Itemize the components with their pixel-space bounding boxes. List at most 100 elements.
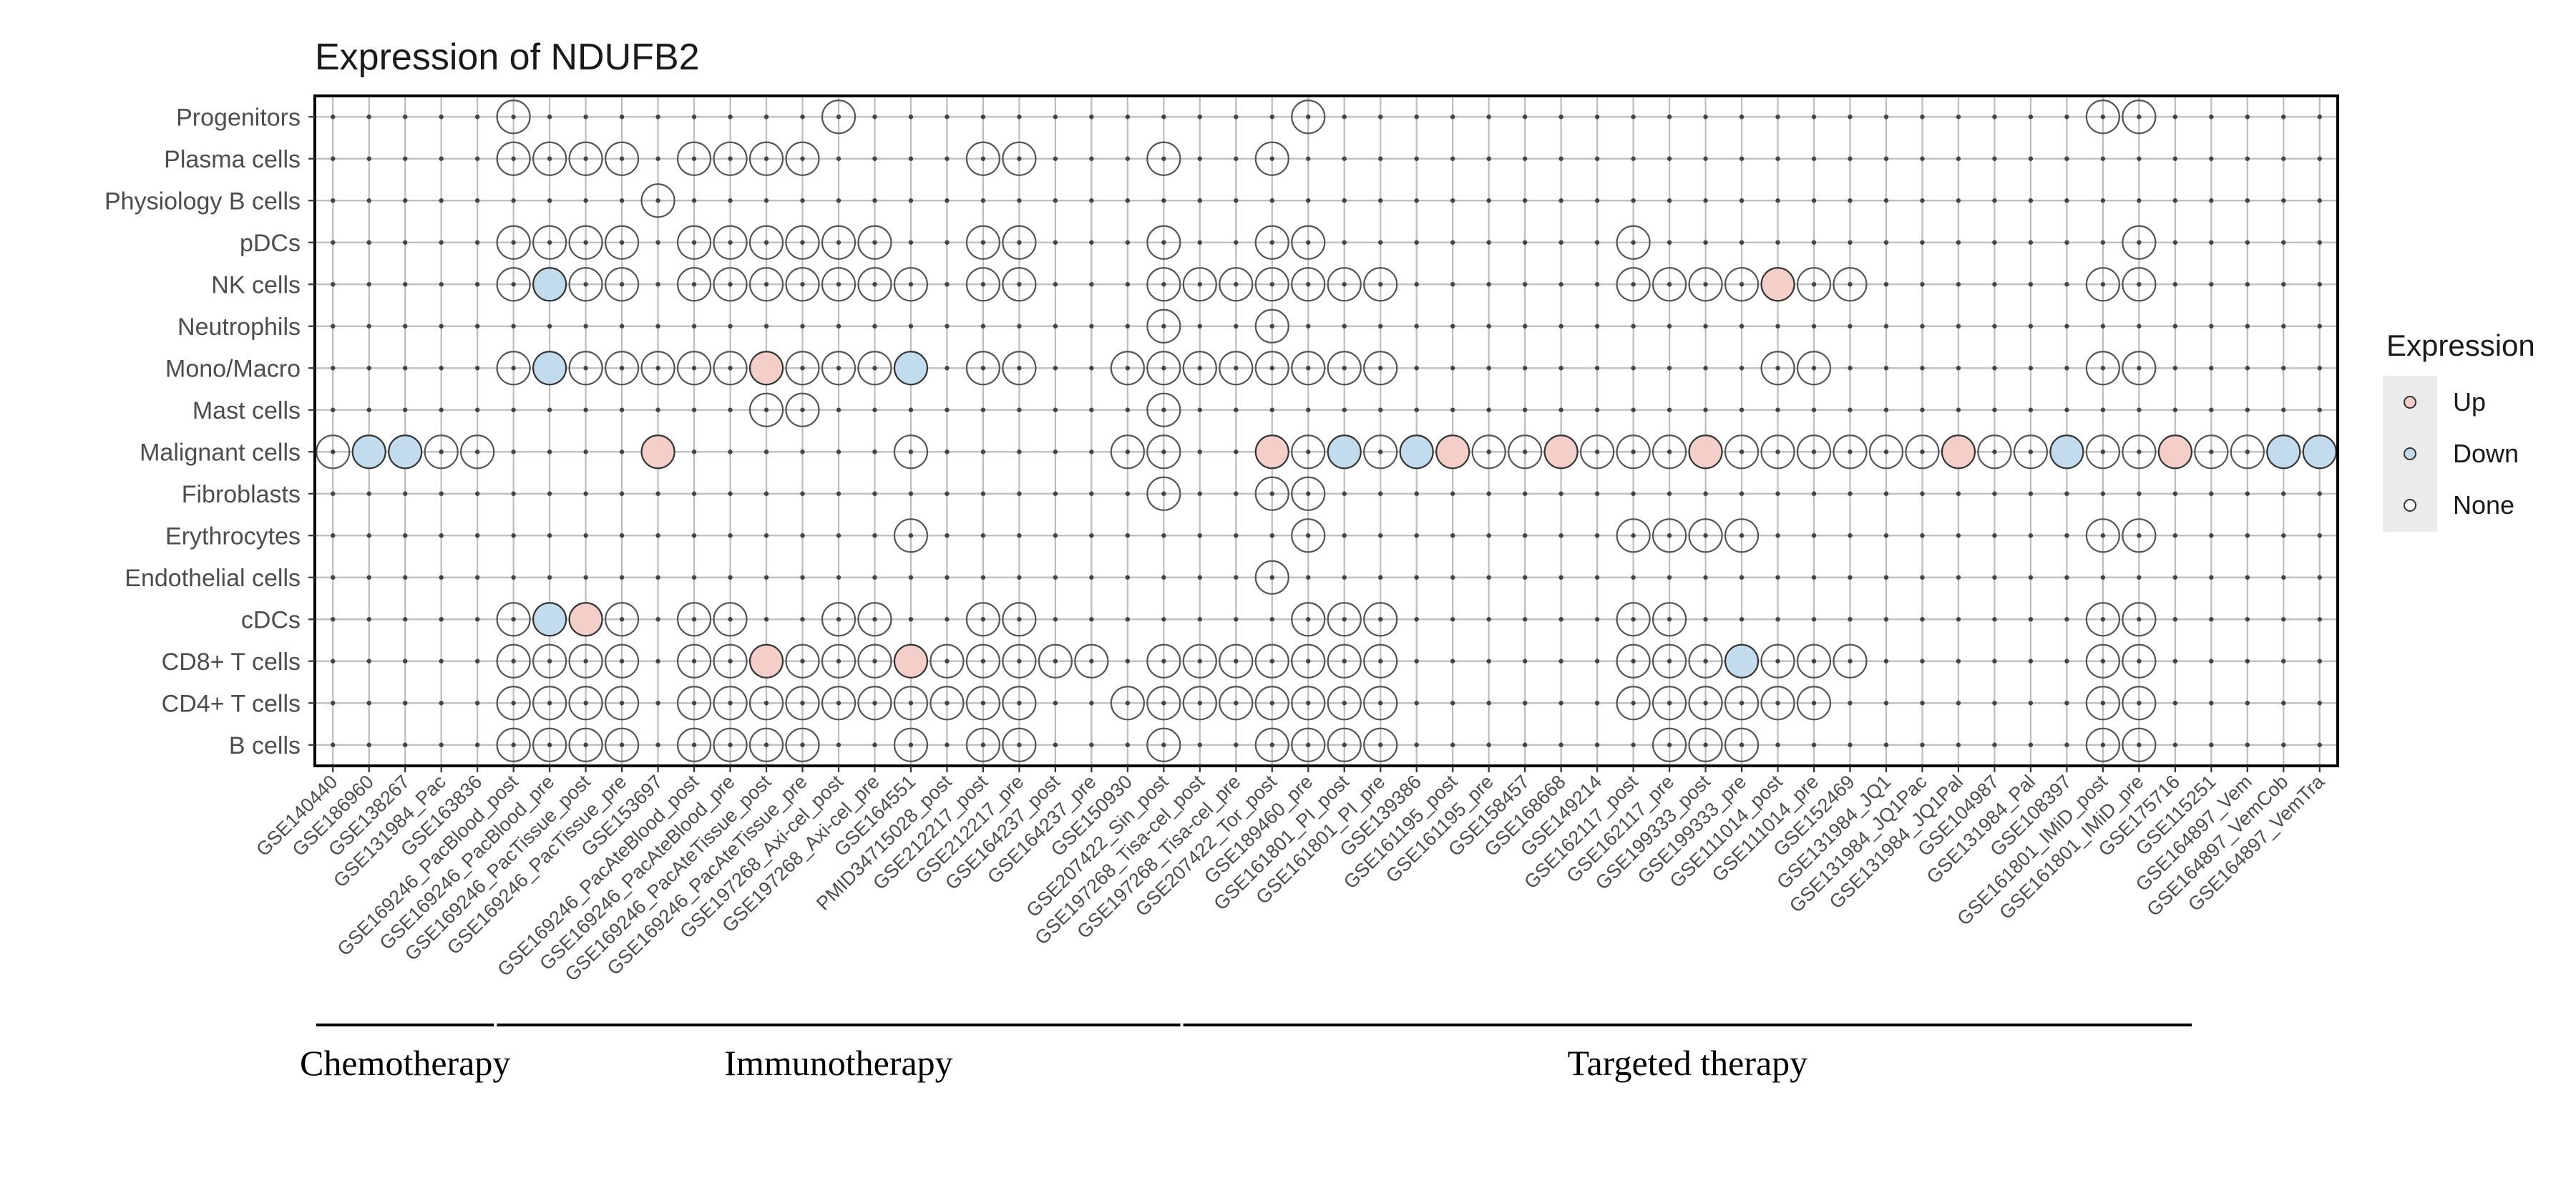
background-dot <box>728 156 733 161</box>
background-dot <box>403 533 408 538</box>
background-dot <box>547 115 552 120</box>
background-dot <box>1197 240 1203 245</box>
background-dot <box>474 658 480 664</box>
background-dot <box>1486 658 1491 664</box>
point-none <box>1688 686 1723 721</box>
point-none <box>1616 518 1651 553</box>
point-none <box>568 727 603 762</box>
background-dot <box>1378 575 1383 580</box>
background-dot <box>547 491 552 496</box>
background-dot <box>1992 366 1997 371</box>
background-dot <box>474 491 480 496</box>
background-dot <box>1089 115 1094 120</box>
background-dot <box>1306 491 1311 496</box>
point-none <box>1760 434 1795 470</box>
background-dot <box>2209 282 2214 287</box>
background-dot <box>1558 701 1563 706</box>
background-dot <box>1667 491 1672 496</box>
background-dot <box>1450 533 1455 538</box>
point-none <box>2122 727 2157 762</box>
background-dot <box>1920 533 1925 538</box>
background-dot <box>2317 658 2322 664</box>
expression-points <box>316 99 2337 762</box>
background-dot <box>945 449 950 455</box>
background-dot <box>1956 491 1961 496</box>
background-dot <box>1197 324 1203 329</box>
background-dot <box>691 115 697 120</box>
y-tick-label: CD8+ T cells <box>162 648 301 676</box>
background-dot <box>1161 575 1166 580</box>
background-dot <box>1089 617 1094 622</box>
background-dot <box>1739 198 1745 203</box>
background-dot <box>1811 617 1817 622</box>
point-none <box>2085 518 2120 553</box>
background-dot <box>1486 198 1491 203</box>
background-dot <box>1667 407 1672 412</box>
point-none <box>965 351 1001 386</box>
background-dot <box>1306 701 1311 706</box>
background-dot <box>1486 324 1491 329</box>
background-dot <box>1089 575 1094 580</box>
y-tick-label: Erythrocytes <box>165 523 301 550</box>
background-dot <box>1522 366 1528 371</box>
point-none <box>748 141 784 176</box>
group-label: Chemotherapy <box>300 1043 510 1083</box>
point-none <box>1002 141 1037 176</box>
point-none <box>785 351 820 386</box>
background-dot <box>1125 658 1131 664</box>
background-dot <box>1703 742 1708 747</box>
background-dot <box>1161 366 1166 371</box>
background-dot <box>1197 449 1203 455</box>
background-dot <box>655 407 660 412</box>
point-up <box>748 351 784 386</box>
point-none <box>316 434 351 470</box>
background-dot <box>1956 407 1961 412</box>
background-dot <box>1450 115 1455 120</box>
background-dot <box>1811 282 1817 287</box>
legend-key-up <box>2404 396 2416 409</box>
point-none <box>1652 602 1687 637</box>
point-none <box>1652 434 1687 470</box>
background-dot <box>1053 240 1058 245</box>
background-dot <box>1197 115 1203 120</box>
background-dot <box>583 658 588 664</box>
background-dot <box>1631 156 1636 161</box>
background-dot <box>2028 198 2034 203</box>
background-dot <box>691 156 697 161</box>
background-dot <box>1631 198 1636 203</box>
background-dot <box>1992 198 1997 203</box>
point-none <box>1327 727 1362 762</box>
background-dot <box>1848 701 1853 706</box>
background-dot <box>1414 617 1419 622</box>
background-dot <box>1956 658 1961 664</box>
background-dot <box>1558 282 1563 287</box>
background-dot <box>1811 742 1817 747</box>
background-dot <box>439 115 444 120</box>
background-dot <box>1342 324 1347 329</box>
background-dot <box>945 324 950 329</box>
background-dot <box>691 449 697 455</box>
background-dot <box>728 449 733 455</box>
background-dot <box>1920 575 1925 580</box>
background-dot <box>1558 115 1563 120</box>
background-dot <box>2209 366 2214 371</box>
background-dot <box>474 449 480 455</box>
point-none <box>1833 267 1868 302</box>
background-dot <box>331 115 336 120</box>
background-dot <box>2209 407 2214 412</box>
background-dot <box>1017 449 1022 455</box>
background-dot <box>655 533 660 538</box>
background-dot <box>691 407 697 412</box>
background-dot <box>619 366 625 371</box>
background-dot <box>2281 742 2286 747</box>
background-dot <box>1125 156 1131 161</box>
background-dot <box>1414 282 1419 287</box>
background-dot <box>1053 324 1058 329</box>
point-none <box>785 686 820 721</box>
background-dot <box>2172 658 2178 664</box>
background-dot <box>439 324 444 329</box>
background-dot <box>1992 407 1997 412</box>
background-dot <box>2172 240 2178 245</box>
point-none <box>1327 351 1362 386</box>
background-dot <box>1125 240 1131 245</box>
